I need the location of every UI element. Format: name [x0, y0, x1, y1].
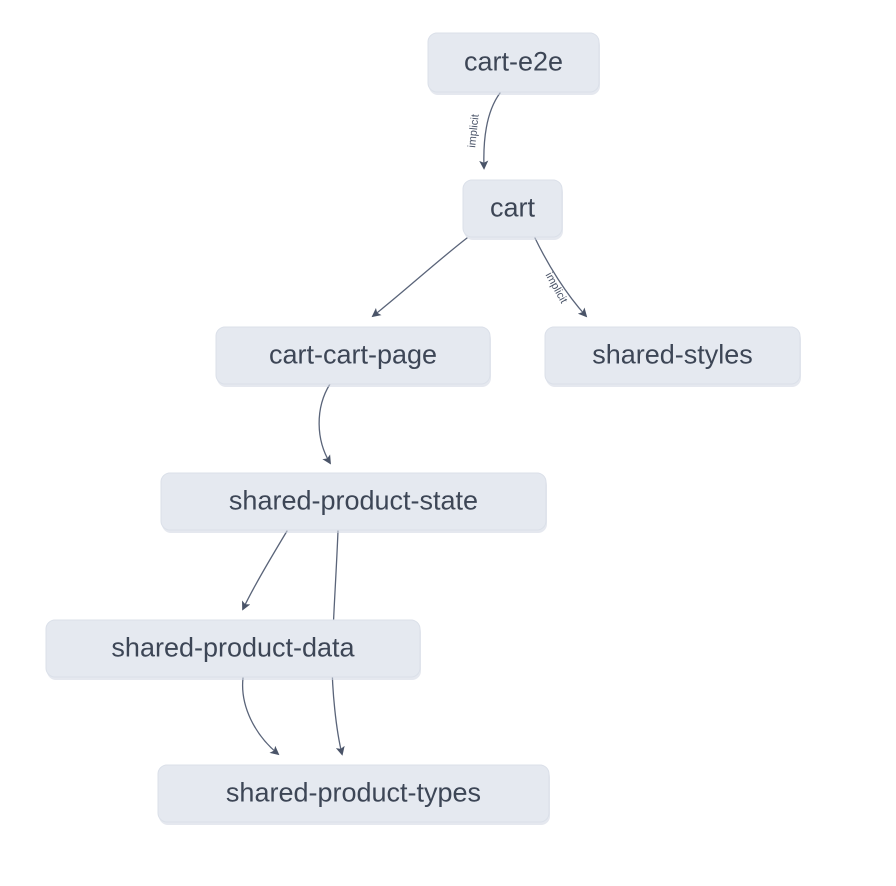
node-box[interactable]	[544, 326, 801, 385]
graph-node-cart-e2e[interactable]: cart-e2e	[427, 32, 600, 95]
node-box[interactable]	[157, 764, 550, 823]
edge-line	[318, 383, 331, 465]
node-box[interactable]	[462, 179, 563, 238]
node-label: cart-e2e	[464, 47, 563, 77]
graph-edge: implicit	[466, 92, 501, 170]
node-label: shared-styles	[592, 340, 753, 370]
graph-node-cart[interactable]: cart	[462, 179, 563, 240]
edge-line	[242, 530, 288, 611]
node-box[interactable]	[45, 619, 421, 678]
node-box[interactable]	[160, 472, 547, 531]
graph-edge	[242, 530, 288, 611]
node-label: shared-product-data	[111, 633, 355, 663]
graph-edge	[241, 677, 280, 756]
graph-edge	[318, 383, 331, 465]
graph-edge: implicit	[534, 237, 588, 318]
graph-node-shared-styles[interactable]: shared-styles	[544, 326, 801, 387]
edge-line	[371, 237, 468, 318]
edge-label: implicit	[543, 270, 570, 305]
node-label: cart	[490, 193, 536, 223]
node-box[interactable]	[427, 32, 600, 93]
node-label: shared-product-types	[226, 778, 481, 808]
edge-line	[534, 237, 588, 318]
edge-label: implicit	[466, 114, 481, 149]
graph-node-shared-product-types[interactable]: shared-product-types	[157, 764, 550, 825]
graph-edge	[371, 237, 468, 318]
nodes-layer: cart-e2e cart cart-cart-page shared-styles s…	[45, 32, 801, 825]
graph-node-cart-cart-page[interactable]: cart-cart-page	[215, 326, 491, 387]
edge-line	[479, 92, 501, 170]
node-box[interactable]	[215, 326, 491, 385]
node-label: cart-cart-page	[269, 340, 437, 370]
graph-node-shared-product-data[interactable]: shared-product-data	[45, 619, 421, 680]
node-label: shared-product-state	[229, 486, 478, 516]
graph-node-shared-product-state[interactable]: shared-product-state	[160, 472, 547, 533]
edge-line	[241, 677, 280, 756]
